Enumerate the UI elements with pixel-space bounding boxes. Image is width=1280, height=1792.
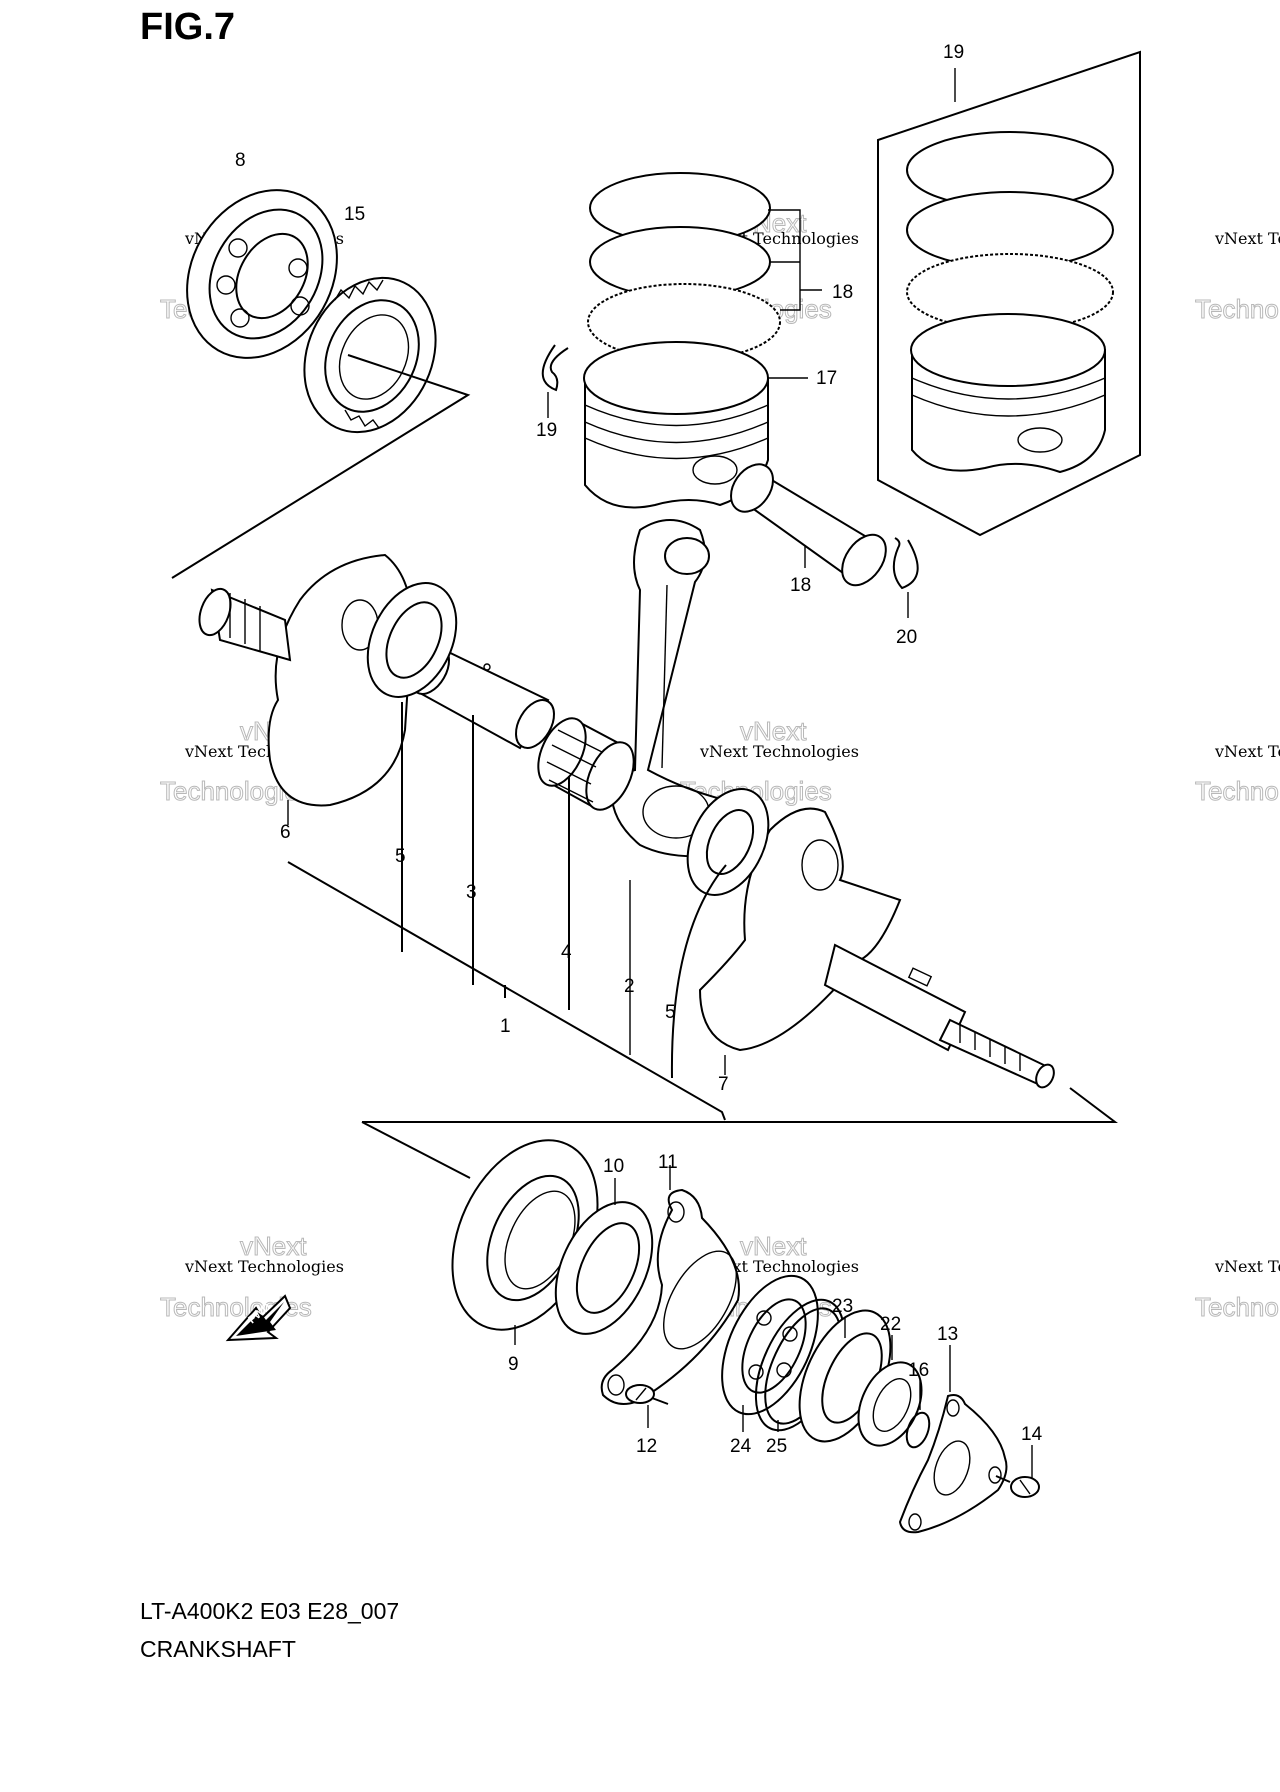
watermark-vnext-technologies: vNext Technologies bbox=[699, 1257, 859, 1276]
bearing-retainer-13 bbox=[898, 1345, 1008, 1534]
watermark-vnext-technologies: vNext Technologies bbox=[184, 1257, 344, 1276]
screw-14 bbox=[995, 1445, 1040, 1498]
watermark-vnext-technologies: vNext Technologies bbox=[1214, 1257, 1280, 1276]
callout-9: 9 bbox=[508, 1354, 519, 1375]
callout-16: 15 bbox=[344, 204, 365, 225]
watermark-vnext: vNext bbox=[740, 1231, 807, 1261]
callout-5-right: 5 bbox=[665, 1002, 676, 1023]
oil-seal-10 bbox=[554, 1178, 654, 1335]
callout-20-upper: 19 bbox=[536, 420, 557, 441]
callout-13: 13 bbox=[937, 1324, 958, 1345]
callout-17: 17 bbox=[816, 368, 837, 389]
callout-18: 18 bbox=[832, 282, 853, 303]
callout-24: 24 bbox=[730, 1436, 752, 1457]
callout-labels: 8 15 19 18 17 19 18 20 6 5 3 4 2 5 1 7 1… bbox=[235, 42, 1043, 1457]
callout-5-left: 5 bbox=[395, 846, 406, 867]
piston-17 bbox=[583, 341, 808, 509]
callout-8: 8 bbox=[235, 150, 246, 171]
watermark-technologies: Technologies bbox=[1195, 1292, 1280, 1322]
callout-12: 12 bbox=[636, 1436, 657, 1457]
callout-1: 1 bbox=[500, 1016, 511, 1037]
watermark: vNext Technologies Technologies bbox=[1195, 229, 1280, 325]
crank-web-6 bbox=[267, 553, 414, 825]
callout-22: 19 bbox=[943, 42, 964, 63]
watermark-vnext-technologies: vNext Technologies bbox=[699, 742, 859, 761]
callout-19: 18 bbox=[790, 575, 811, 596]
watermark-technologies: Technologies bbox=[1195, 776, 1280, 806]
callout-7: 7 bbox=[718, 1074, 729, 1095]
model-code: LT-A400K2 E03 E28_007 bbox=[140, 1598, 400, 1624]
callout-10: 10 bbox=[603, 1156, 624, 1177]
needle-bearing-4 bbox=[537, 717, 635, 811]
thrust-washer-5-left bbox=[366, 582, 458, 698]
callout-4: 4 bbox=[561, 942, 572, 963]
watermark-vnext-technologies: vNext Technologies bbox=[1214, 229, 1280, 248]
circlip-20-lower bbox=[892, 537, 919, 618]
screw-12 bbox=[625, 1384, 669, 1428]
crank-shaft-right bbox=[823, 943, 1055, 1089]
watermark: vNext Technologies Technologies bbox=[1195, 1257, 1280, 1323]
callout-25: 25 bbox=[766, 1436, 787, 1457]
callout-3: 3 bbox=[466, 882, 477, 903]
watermark: vNext vNext Technologies Technologies bbox=[160, 1231, 344, 1323]
watermark: vNext Technologies Technologies bbox=[1195, 742, 1280, 807]
piston-kit-rings bbox=[906, 131, 1114, 331]
watermark-vnext: vNext bbox=[740, 716, 807, 746]
fwd-arrow-icon: FWD bbox=[225, 1294, 292, 1342]
diagram-caption: CRANKSHAFT bbox=[140, 1636, 296, 1662]
watermark-vnext: vNext bbox=[240, 1231, 307, 1261]
piston-pin-19 bbox=[730, 463, 887, 587]
piston-rings-18 bbox=[587, 172, 822, 361]
callout-20-lower: 20 bbox=[896, 627, 917, 648]
o-ring-15 bbox=[905, 1380, 931, 1449]
leader-lines bbox=[171, 354, 1118, 1179]
piston-kit-piston bbox=[910, 313, 1106, 474]
callout-14: 14 bbox=[1021, 1424, 1043, 1445]
callout-15: 16 bbox=[908, 1360, 929, 1381]
callout-11: 11 bbox=[658, 1152, 678, 1173]
callout-23: 23 bbox=[832, 1296, 853, 1317]
crank-journal-left bbox=[198, 587, 292, 662]
watermark-vnext-technologies: vNext Technologies bbox=[1214, 742, 1280, 761]
watermark: vNext vNext Technologies Technologies bbox=[680, 716, 859, 807]
thrust-washer-5-right bbox=[686, 788, 770, 896]
bearing-retainer-11 bbox=[600, 1165, 740, 1405]
crank-bearing-8 bbox=[186, 189, 338, 359]
circlip-20-upper bbox=[541, 344, 569, 418]
figure-title: FIG.7 bbox=[140, 6, 236, 48]
callout-6: 6 bbox=[280, 822, 291, 843]
callout-21: 22 bbox=[880, 1314, 901, 1335]
callout-2: 2 bbox=[624, 976, 635, 997]
primary-drive-gear-16 bbox=[303, 276, 437, 434]
watermark-technologies: Technologies bbox=[1195, 294, 1280, 324]
piston-kit-box bbox=[877, 50, 1141, 537]
crank-web-7 bbox=[698, 807, 902, 1075]
